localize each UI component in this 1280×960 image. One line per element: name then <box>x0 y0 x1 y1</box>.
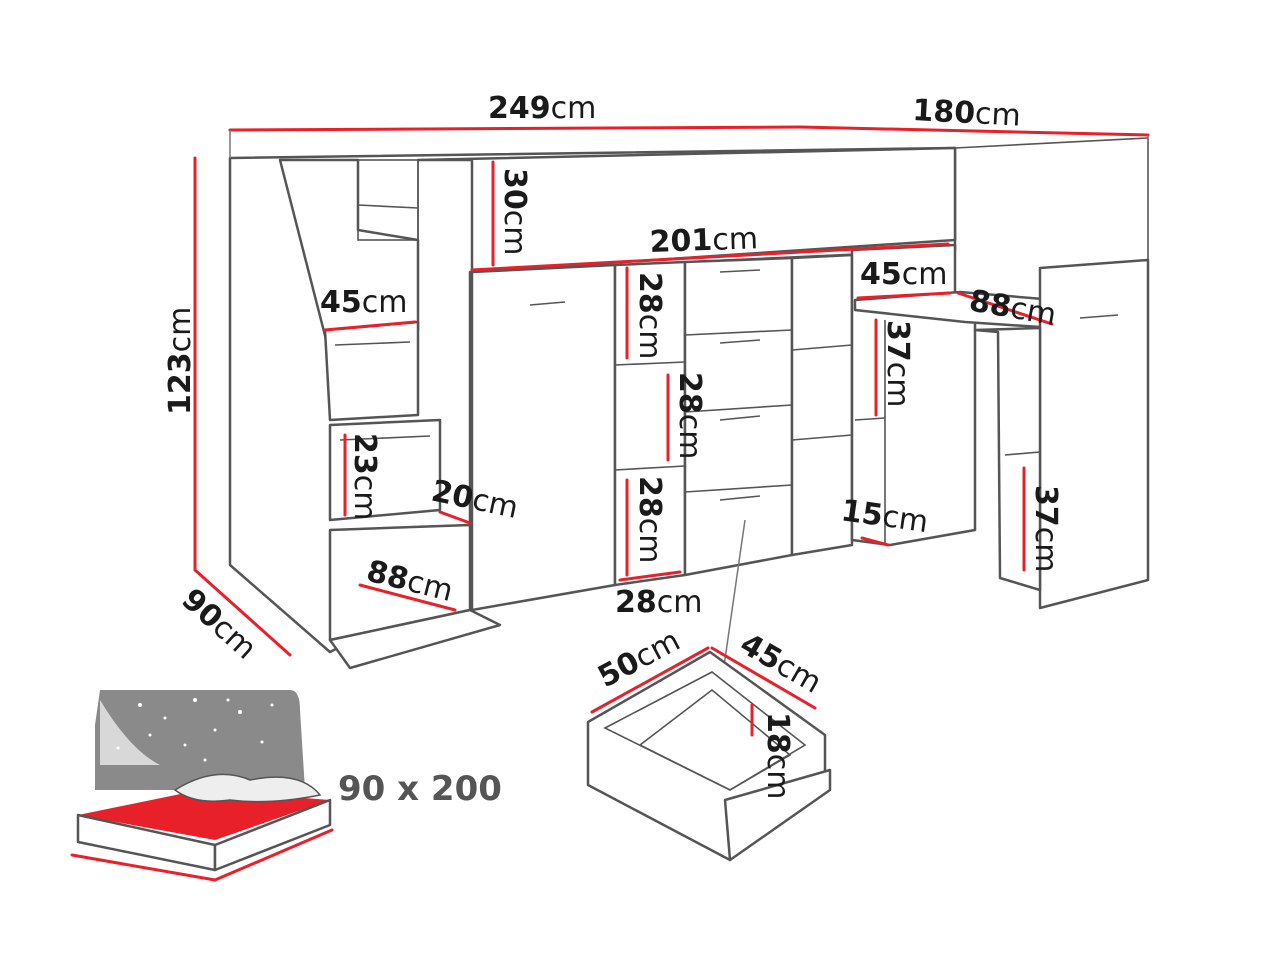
dim-line-45-desk <box>856 291 952 300</box>
drawer-line-2 <box>684 404 793 413</box>
dim-line-mattress-width <box>213 828 334 882</box>
label-drawer-18: 18cm <box>760 712 795 799</box>
drawer-callout-line <box>721 519 746 681</box>
dim-line-90 <box>193 568 292 657</box>
stair-top-shelf <box>357 204 419 209</box>
drawer-front <box>723 768 832 862</box>
label-201: 201cm <box>649 221 758 260</box>
label-23: 23cm <box>347 433 382 520</box>
drawer-line-1 <box>684 329 793 336</box>
label-45-desk: 45cm <box>860 257 947 292</box>
drawer-handle-3 <box>719 415 761 421</box>
label-180: 180cm <box>912 93 1022 134</box>
label-28-middle: 28cm <box>672 372 707 459</box>
dim-line-88-desk <box>956 291 1054 326</box>
mattress-top <box>78 790 330 840</box>
drawer-handle-4 <box>719 495 761 501</box>
drawer-line-3 <box>684 484 793 493</box>
dim-line-45-stair <box>323 320 417 332</box>
wardrobe-door <box>470 263 617 612</box>
bed-frame <box>228 137 1150 670</box>
label-28-lower: 28cm <box>632 476 667 563</box>
dim-line-180 <box>798 125 1150 137</box>
label-30: 30cm <box>497 168 532 255</box>
label-88-desk: 88cm <box>967 283 1059 333</box>
dim-line-20 <box>438 510 472 525</box>
moon-shape <box>100 700 160 765</box>
bed-base-side <box>213 798 332 872</box>
stair-pullout <box>328 608 502 670</box>
right-shelves <box>790 253 854 557</box>
shelf-2 <box>614 465 686 471</box>
label-15: 15cm <box>839 493 930 540</box>
label-37-side: 37cm <box>1028 485 1063 572</box>
wardrobe-handle <box>529 301 566 306</box>
label-28-upper: 28cm <box>632 272 667 359</box>
stair-step-1 <box>323 320 420 422</box>
mattress-illustration: 90 x 200 <box>70 690 502 882</box>
stair-top-box <box>357 159 419 241</box>
dim-line-201 <box>470 242 950 272</box>
shelf-1 <box>614 361 686 366</box>
dim-line-88-stair <box>358 583 457 612</box>
label-123: 123cm <box>163 307 198 415</box>
mattress-size-label: 90 x 200 <box>338 769 502 809</box>
right-shelf-1 <box>791 344 853 351</box>
stair-step-2 <box>328 418 442 522</box>
dim-line-mattress-length <box>70 853 217 882</box>
drawer-inner-bottom <box>638 688 792 791</box>
drawer-handle-2 <box>719 339 761 344</box>
label-45-stair: 45cm <box>320 285 407 320</box>
drawer-handle-1 <box>719 269 761 273</box>
drawer-detail <box>586 519 832 862</box>
desk-shelf <box>854 417 886 421</box>
dim-line-15 <box>860 536 890 547</box>
step-handle-1 <box>334 341 411 346</box>
label-37-desk: 37cm <box>880 320 915 407</box>
back-top-edge <box>954 137 1149 149</box>
label-249: 249cm <box>488 91 596 126</box>
dim-line-drawer-50 <box>590 646 710 714</box>
dimension-lines <box>193 125 1150 657</box>
dim-line-28-width <box>618 570 682 582</box>
dim-line-249 <box>228 125 802 132</box>
dim-line-drawer-45 <box>710 646 817 710</box>
stars <box>116 698 274 762</box>
right-shelf-2 <box>791 434 853 441</box>
desk-side-handle <box>1079 314 1119 319</box>
label-28-width: 28cm <box>615 585 702 620</box>
pillow <box>173 773 322 803</box>
desk-leg-shelf <box>1004 451 1041 456</box>
step-handle-2 <box>339 435 431 441</box>
label-90: 90cm <box>175 582 263 667</box>
